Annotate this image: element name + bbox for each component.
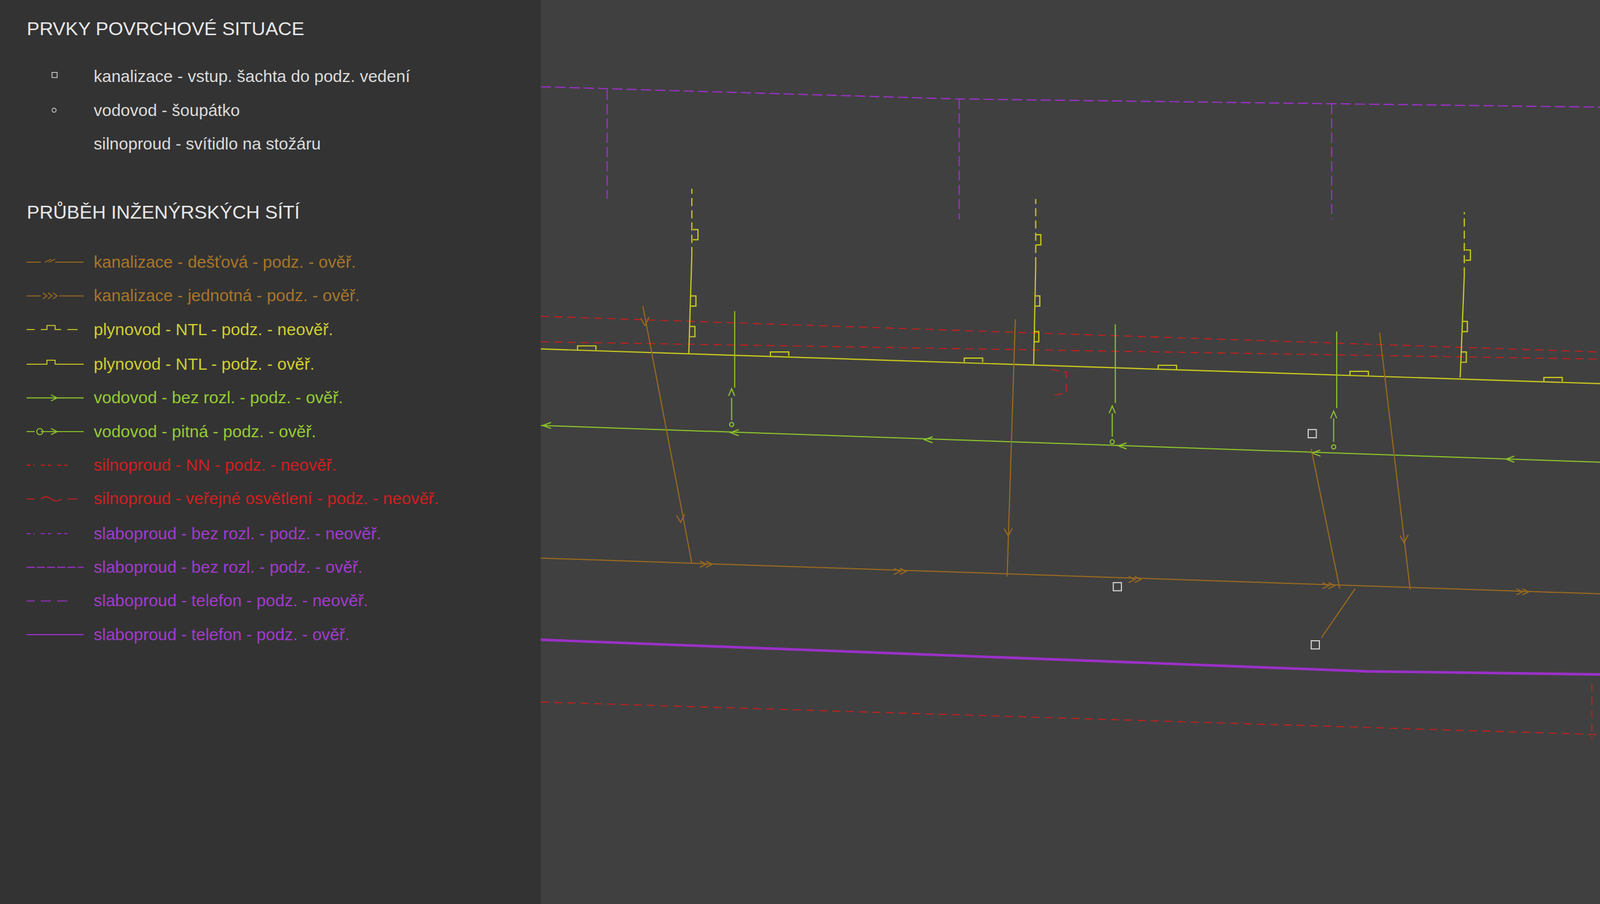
section-heading: PRVKY POVRCHOVÉ SITUACE — [26, 17, 305, 41]
legend-text: silnoproud - svítidlo na stožáru — [93, 133, 321, 154]
legend-text: slaboproud - telefon - podz. - ověř. — [93, 624, 350, 645]
legend-text: slaboproud - telefon - podz. - neověř. — [93, 590, 369, 611]
legend-text: vodovod - bez rozl. - podz. - ověř. — [93, 387, 344, 408]
legend-text: kanalizace - vstup. šachta do podz. vede… — [93, 66, 411, 87]
legend-text: kanalizace - dešťová - podz. - ověř. — [93, 252, 356, 273]
legend-text: kanalizace - jednotná - podz. - ověř. — [93, 285, 360, 306]
legend-text: plynovod - NTL - podz. - neověř. — [93, 319, 334, 340]
legend-text: slaboproud - bez rozl. - podz. - ověř. — [93, 557, 363, 578]
legend-text: slaboproud - bez rozl. - podz. - neověř. — [93, 523, 382, 544]
legend-text: plynovod - NTL - podz. - ověř. — [93, 354, 315, 375]
legend-text: silnoproud - veřejné osvětlení - podz. -… — [93, 488, 440, 509]
legend-text: vodovod - pitná - podz. - ověř. — [93, 421, 317, 442]
section-heading: PRŮBĚH INŽENÝRSKÝCH SÍTÍ — [26, 200, 300, 224]
legend-text: vodovod - šoupátko — [93, 100, 240, 121]
legend-text: silnoproud - NN - podz. - neověř. — [93, 455, 337, 476]
